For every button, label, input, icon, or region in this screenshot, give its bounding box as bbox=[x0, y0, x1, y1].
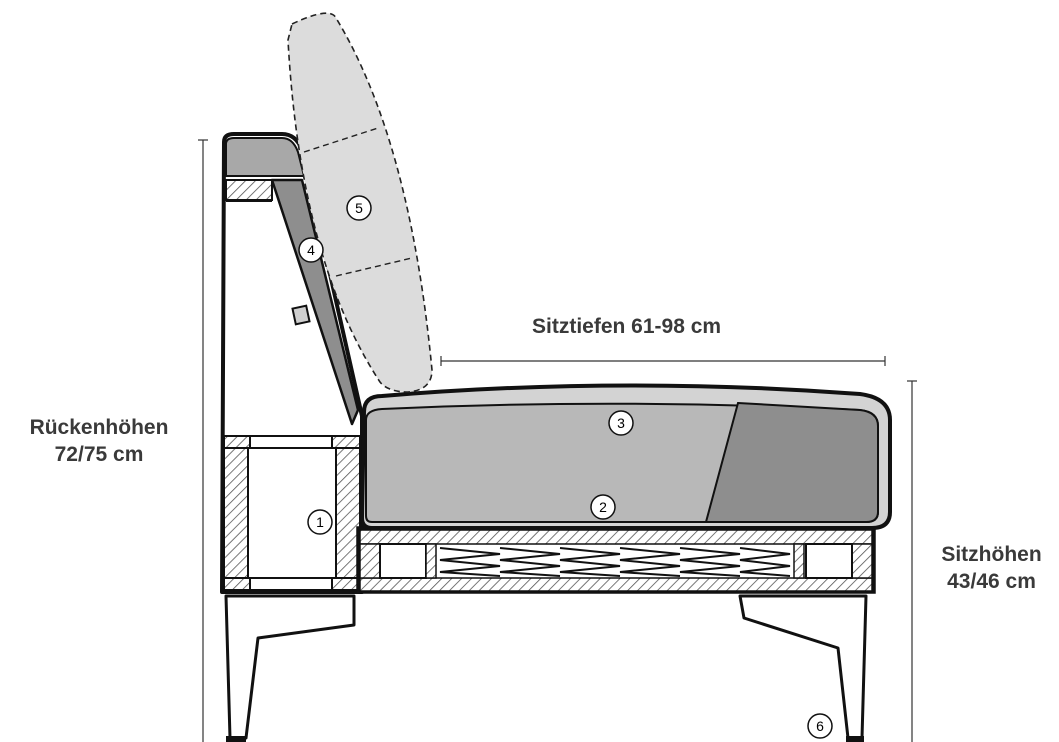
seat-depth-label: Sitztiefen 61-98 cm bbox=[532, 315, 722, 338]
callout-1: 1 bbox=[307, 509, 333, 535]
back-cushion bbox=[270, 178, 360, 426]
svg-text:1: 1 bbox=[316, 514, 324, 530]
svg-text:5: 5 bbox=[355, 200, 363, 216]
front-leg bbox=[738, 594, 868, 740]
seat-height-dimension-line bbox=[907, 380, 917, 742]
svg-text:6: 6 bbox=[816, 718, 824, 734]
seat-height-value: 43/46 cm bbox=[947, 570, 1036, 593]
svg-text:4: 4 bbox=[307, 242, 315, 258]
callout-3: 3 bbox=[608, 410, 634, 436]
seat-depth-dimension-line bbox=[440, 356, 886, 366]
seat-cushion-front-section bbox=[704, 401, 879, 523]
svg-text:3: 3 bbox=[617, 415, 625, 431]
svg-text:2: 2 bbox=[599, 499, 607, 515]
back-height-label: Rückenhöhen bbox=[29, 416, 169, 439]
back-height-value: 72/75 cm bbox=[54, 443, 144, 466]
callout-6: 6 bbox=[807, 713, 833, 739]
spring-row bbox=[439, 547, 501, 577]
back-topper bbox=[225, 137, 306, 177]
rear-leg-foot bbox=[226, 736, 246, 742]
callout-4: 4 bbox=[298, 237, 324, 263]
back-box-right-post bbox=[335, 447, 361, 579]
rear-leg bbox=[224, 594, 356, 740]
callout-2: 2 bbox=[590, 494, 616, 520]
front-leg-foot bbox=[846, 736, 864, 742]
seat-height-label: Sitzhöhen bbox=[941, 543, 1042, 566]
back-bracket bbox=[291, 304, 311, 326]
back-height-dimension-line bbox=[198, 139, 208, 742]
callout-5: 5 bbox=[346, 195, 372, 221]
back-box-left-post bbox=[223, 447, 249, 579]
back-top-beam bbox=[225, 179, 273, 201]
